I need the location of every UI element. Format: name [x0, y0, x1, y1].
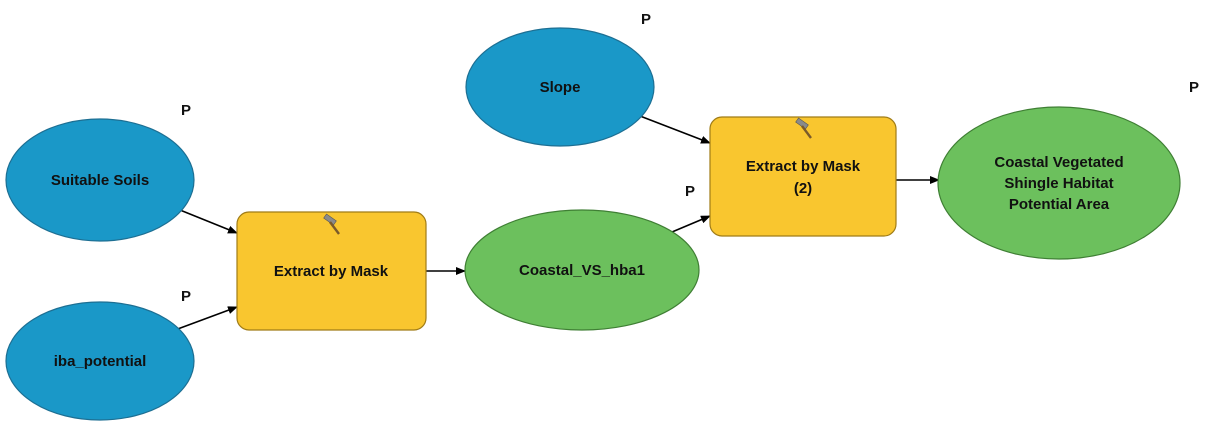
tool-extract-by-mask-2-line2: (2)	[794, 180, 812, 197]
parameter-marker-iba-potential: P	[181, 288, 191, 305]
tool-extract-by-mask-label: Extract by Mask	[274, 263, 389, 280]
input-slope[interactable]: Slope	[465, 27, 655, 147]
parameter-marker-suitable-soils: P	[181, 102, 191, 119]
connector-slope-to-extract2[interactable]	[639, 115, 711, 144]
hammer-icon	[323, 213, 340, 235]
input-iba-potential-label: iba_potential	[54, 353, 147, 370]
parameter-marker-coastal-vs: P	[685, 183, 695, 200]
input-slope-label: Slope	[540, 79, 581, 96]
parameter-marker-final: P	[1189, 79, 1199, 96]
output-final-line1: Coastal Vegetated	[994, 154, 1123, 171]
connector-suitable-soils-to-extract1[interactable]	[174, 207, 238, 234]
output-final-line3: Potential Area	[1009, 196, 1110, 213]
parameter-marker-slope: P	[641, 11, 651, 28]
input-suitable-soils[interactable]: Suitable Soils	[5, 118, 195, 242]
tool-extract-by-mask[interactable]: Extract by Mask	[236, 211, 427, 331]
tool-extract-by-mask-2[interactable]: Extract by Mask (2)	[709, 116, 897, 237]
tool-extract-by-mask-2-line1: Extract by Mask	[746, 158, 861, 175]
input-iba-potential[interactable]: iba_potential	[5, 301, 195, 421]
connector-coastal-vs-to-extract2[interactable]	[671, 215, 711, 233]
output-final-line2: Shingle Habitat	[1004, 175, 1113, 192]
hammer-icon	[795, 117, 812, 139]
output-coastal-vegetated-shingle-habitat[interactable]: Coastal Vegetated Shingle Habitat Potent…	[937, 106, 1181, 260]
output-coastal-vs-hba1-label: Coastal_VS_hba1	[519, 262, 645, 279]
output-coastal-vs-hba1[interactable]: Coastal_VS_hba1	[464, 209, 700, 331]
connector-iba-potential-to-extract1[interactable]	[174, 306, 238, 331]
input-suitable-soils-label: Suitable Soils	[51, 172, 149, 189]
